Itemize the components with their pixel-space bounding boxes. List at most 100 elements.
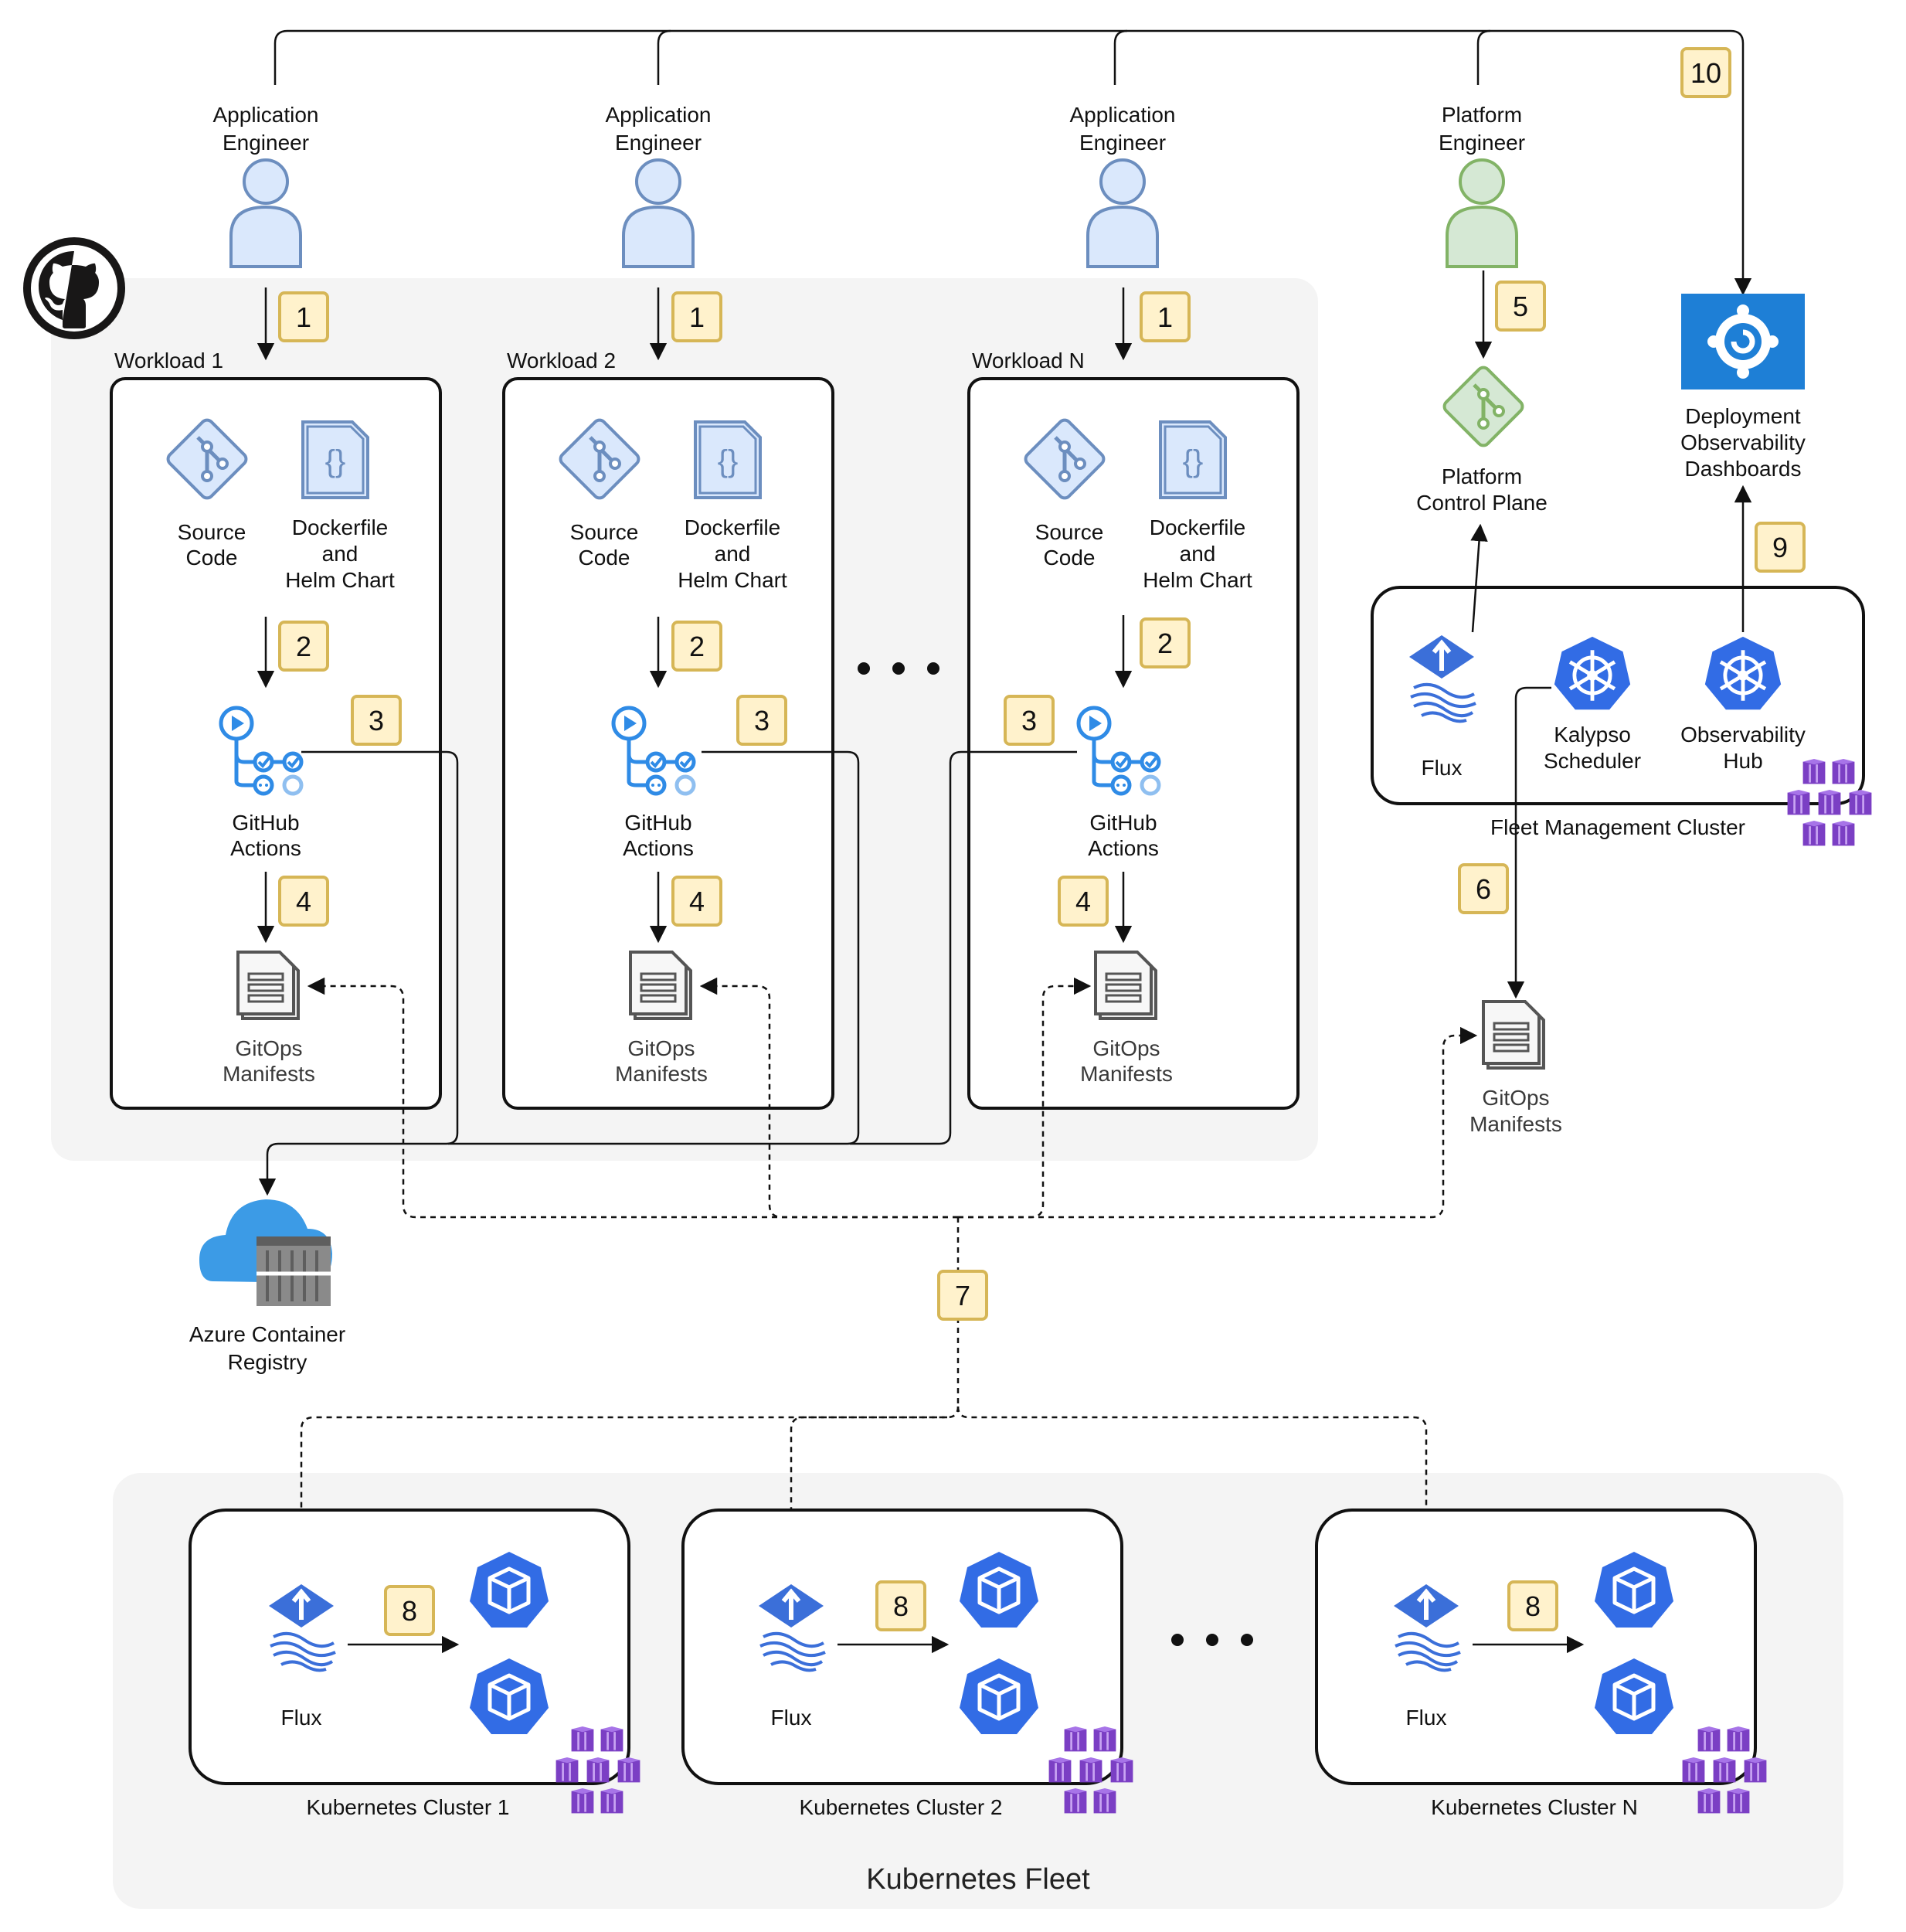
svg-text:10: 10 (1690, 57, 1721, 89)
fleet-management-cluster-label: Fleet Management Cluster (1490, 815, 1745, 839)
workload-ellipsis (858, 662, 939, 675)
step-badge-8: 8 (1507, 1580, 1558, 1631)
scheduler-to-manifests-arrow-6 (1507, 686, 1551, 999)
git-icon (1442, 365, 1524, 447)
svg-text:2: 2 (689, 631, 705, 662)
step-badge-8: 8 (384, 1585, 435, 1636)
person-icon (1446, 158, 1518, 268)
document-icon (629, 951, 692, 1020)
svg-text:1: 1 (1157, 301, 1173, 333)
document-icon (236, 951, 300, 1020)
cluster-box (681, 1509, 1123, 1785)
github-icon (23, 237, 125, 339)
step-badge-2: 2 (671, 621, 722, 672)
svg-text:8: 8 (1525, 1590, 1541, 1622)
workload-title: Workload N (972, 349, 1085, 372)
svg-text:9: 9 (1772, 532, 1788, 563)
flux-to-control-plane-arrow (1470, 523, 1488, 633)
svg-text:3: 3 (1021, 705, 1037, 736)
svg-text:4: 4 (296, 886, 311, 917)
step-badge-5: 5 (1495, 281, 1546, 332)
code-file-icon (301, 420, 369, 499)
cluster-name-label: Kubernetes Cluster N (1431, 1795, 1638, 1819)
svg-text:1: 1 (689, 301, 705, 333)
fleet-flux-label: Flux (1422, 756, 1463, 780)
svg-text:4: 4 (689, 886, 705, 917)
code-file-icon (1159, 420, 1227, 499)
workload-box (967, 377, 1300, 1110)
azure-container-registry-icon (199, 1199, 332, 1306)
svg-text:8: 8 (893, 1590, 909, 1622)
step-badge-8: 8 (875, 1580, 926, 1631)
cluster-ellipsis (1171, 1634, 1253, 1646)
step-badge-1: 1 (278, 291, 329, 342)
svg-text:5: 5 (1513, 291, 1528, 322)
cluster-name-label: Kubernetes Cluster 1 (306, 1795, 509, 1819)
workload-box (110, 377, 442, 1110)
kubernetes-fleet-title: Kubernetes Fleet (866, 1863, 1090, 1896)
cluster-box (1315, 1509, 1757, 1785)
cluster-flux-label: Flux (771, 1706, 812, 1730)
workload-box (502, 377, 834, 1110)
cluster-name-label: Kubernetes Cluster 2 (799, 1795, 1002, 1819)
svg-text:6: 6 (1476, 873, 1491, 905)
step-badge-6: 6 (1458, 863, 1509, 914)
svg-text:3: 3 (369, 705, 384, 736)
top-connector-branch-2 (657, 29, 671, 85)
document-icon (1482, 1000, 1545, 1070)
top-connector-branch-platform (1476, 29, 1491, 85)
person-icon (622, 158, 695, 268)
grafana-icon (1681, 294, 1805, 389)
document-icon (1094, 951, 1157, 1020)
person-icon (229, 158, 302, 268)
step-badge-1: 1 (671, 291, 722, 342)
step-badge-10: 10 (1680, 47, 1731, 98)
step-badge-4: 4 (1058, 876, 1109, 927)
svg-text:2: 2 (296, 631, 311, 662)
svg-text:4: 4 (1075, 886, 1091, 917)
step-badge-3: 3 (1004, 695, 1055, 746)
code-file-icon (694, 420, 762, 499)
step-badge-9: 9 (1755, 522, 1806, 573)
workload-title: Workload 1 (114, 349, 223, 372)
workload-title: Workload 2 (507, 349, 616, 372)
cluster-box (189, 1509, 630, 1785)
cluster-flux-label: Flux (281, 1706, 322, 1730)
top-connector-line (273, 29, 1752, 296)
person-icon (1086, 158, 1159, 268)
svg-text:8: 8 (402, 1595, 417, 1627)
svg-text:2: 2 (1157, 628, 1173, 659)
step-badge-4: 4 (671, 876, 722, 927)
svg-text:3: 3 (754, 705, 770, 736)
